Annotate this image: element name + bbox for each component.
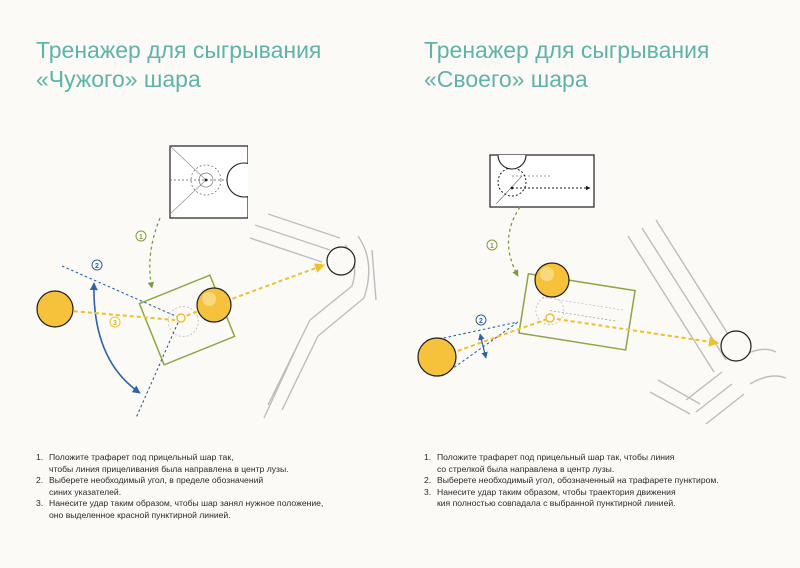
title-line-1: Тренажер для сыгрывания bbox=[424, 37, 710, 63]
yellow-path-pocket bbox=[179, 263, 325, 319]
title-line-1: Тренажер для сыгрывания bbox=[36, 37, 322, 63]
blue-guide-upper bbox=[61, 265, 181, 319]
panel-own-ball: Тренажер для сыгрывания «Своего» шара bbox=[400, 0, 800, 568]
instruction-step-2: 2. Выберете необходимый угол, обозначенн… bbox=[424, 475, 719, 486]
object-ball bbox=[196, 287, 232, 323]
marker-3-circle bbox=[109, 316, 121, 328]
ghost-ball-center bbox=[176, 313, 186, 323]
blue-angle-arc bbox=[89, 282, 141, 394]
pocket bbox=[720, 330, 752, 362]
yellow-path-cue bbox=[437, 317, 551, 359]
blue-angle-arrow bbox=[478, 333, 488, 359]
green-step-arrow bbox=[147, 217, 161, 289]
yellow-path-cue bbox=[59, 309, 176, 321]
title-line-2: «Своего» шара bbox=[424, 66, 588, 92]
marker-2-circle bbox=[475, 314, 487, 326]
diagram-foreign-ball: 1 2 3 bbox=[36, 140, 377, 419]
marker-2-label: 2 bbox=[95, 263, 99, 270]
instruction-step-2: 2. Выберете необходимый угол, в пределе … bbox=[36, 475, 264, 497]
cue-ball bbox=[417, 337, 457, 377]
blue-guide-upper bbox=[433, 321, 519, 341]
ghost-ball-center bbox=[545, 313, 555, 323]
panel-foreign-ball: Тренажер для сыгрывания «Чужого» шара bbox=[36, 36, 377, 522]
table-rail bbox=[249, 211, 377, 419]
yellow-path-pocket bbox=[549, 317, 719, 347]
template-inset bbox=[169, 140, 268, 220]
instruction-step-3: 3. Нанесите удар таким образом, чтобы ша… bbox=[36, 498, 324, 520]
object-ball bbox=[534, 262, 570, 298]
marker-1-circle bbox=[135, 230, 147, 242]
diagram-own-ball: 1 2 bbox=[417, 154, 787, 425]
marker-2-circle bbox=[91, 259, 103, 271]
instruction-step-1: 1. Положите трафарет под прицельный шар … bbox=[424, 452, 675, 474]
marker-3-label: 3 bbox=[113, 320, 117, 327]
instruction-step-3: 3. Нанесите удар таким образом, чтобы тр… bbox=[424, 486, 676, 509]
table-rail bbox=[627, 219, 787, 425]
instructions-foreign-ball: 1. Положите трафарет под прицельный шар … bbox=[36, 452, 376, 522]
green-step-arrow bbox=[507, 206, 521, 277]
cue-ball bbox=[36, 290, 74, 328]
instruction-step-1: 1. Положите трафарет под прицельный шар … bbox=[36, 452, 289, 474]
marker-1-circle bbox=[486, 239, 498, 251]
blue-guide-lower bbox=[135, 317, 181, 419]
marker-2-label: 2 bbox=[479, 318, 483, 325]
title-line-2: «Чужого» шара bbox=[36, 66, 201, 92]
marker-1-label: 1 bbox=[490, 243, 494, 250]
marker-1-label: 1 bbox=[139, 234, 143, 241]
template-inset bbox=[489, 154, 595, 208]
instructions-own-ball: 1. Положите трафарет под прицельный шар … bbox=[424, 452, 784, 510]
pocket bbox=[326, 246, 356, 276]
title-foreign-ball: Тренажер для сыгрывания «Чужого» шара bbox=[36, 36, 321, 94]
title-own-ball: Тренажер для сыгрывания «Своего» шара bbox=[424, 36, 709, 94]
